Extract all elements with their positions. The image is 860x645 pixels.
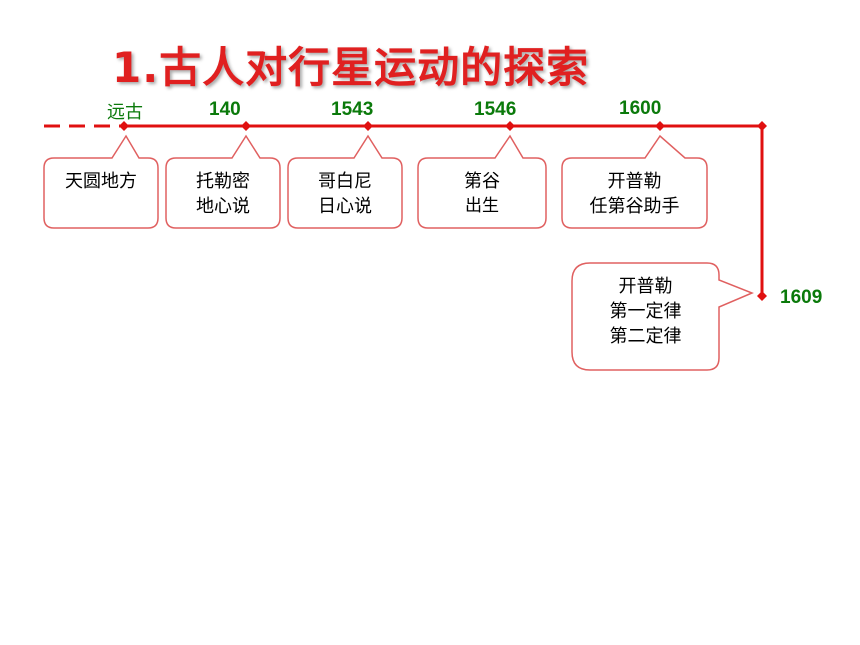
callout-box-2 (287, 134, 403, 229)
callout-box-4 (561, 134, 708, 229)
callout-text-4: 开普勒 任第谷助手 (562, 169, 707, 219)
event-marker-5 (757, 291, 767, 301)
callout-text-0: 天圆地方 (44, 169, 158, 194)
callout-line: 地心说 (196, 196, 250, 217)
axis-corner-marker (757, 121, 767, 131)
event-marker-1 (241, 121, 251, 131)
callout-box-1 (165, 134, 281, 229)
callout-text-3: 第谷 出生 (418, 169, 546, 219)
callout-line: 任第谷助手 (589, 196, 680, 217)
callout-line: 开普勒 (607, 171, 662, 192)
callout-text-5: 开普勒 第一定律 第二定律 (572, 274, 719, 349)
callout-box-3 (417, 134, 547, 229)
callout-line: 出生 (465, 196, 499, 216)
event-marker-3 (505, 121, 515, 131)
year-label-1: 140 (209, 99, 241, 120)
year-label-3: 1546 (474, 99, 517, 120)
year-label-4: 1600 (619, 98, 662, 119)
callout-line: 第二定律 (609, 326, 682, 347)
callout-line: 哥白尼 (318, 171, 372, 192)
event-marker-2 (363, 121, 373, 131)
callout-text-1: 托勒密 地心说 (166, 169, 280, 219)
year-label-0: 远古 (107, 102, 143, 122)
callout-line: 开普勒 (618, 276, 673, 297)
callout-line: 日心说 (318, 196, 372, 217)
event-marker-0 (119, 121, 129, 131)
callout-line: 第谷 (464, 171, 500, 192)
year-label-5: 1609 (780, 287, 823, 308)
callout-box-5 (571, 262, 754, 371)
callout-line: 托勒密 (196, 171, 250, 192)
page-title: 1.古人对行星运动的探索 (112, 43, 590, 92)
year-label-2: 1543 (331, 99, 374, 120)
callout-line: 天圆地方 (65, 171, 137, 192)
event-marker-4 (655, 121, 665, 131)
callout-line: 第一定律 (609, 301, 682, 322)
callout-box-0 (43, 134, 159, 229)
callout-text-2: 哥白尼 日心说 (288, 169, 402, 219)
